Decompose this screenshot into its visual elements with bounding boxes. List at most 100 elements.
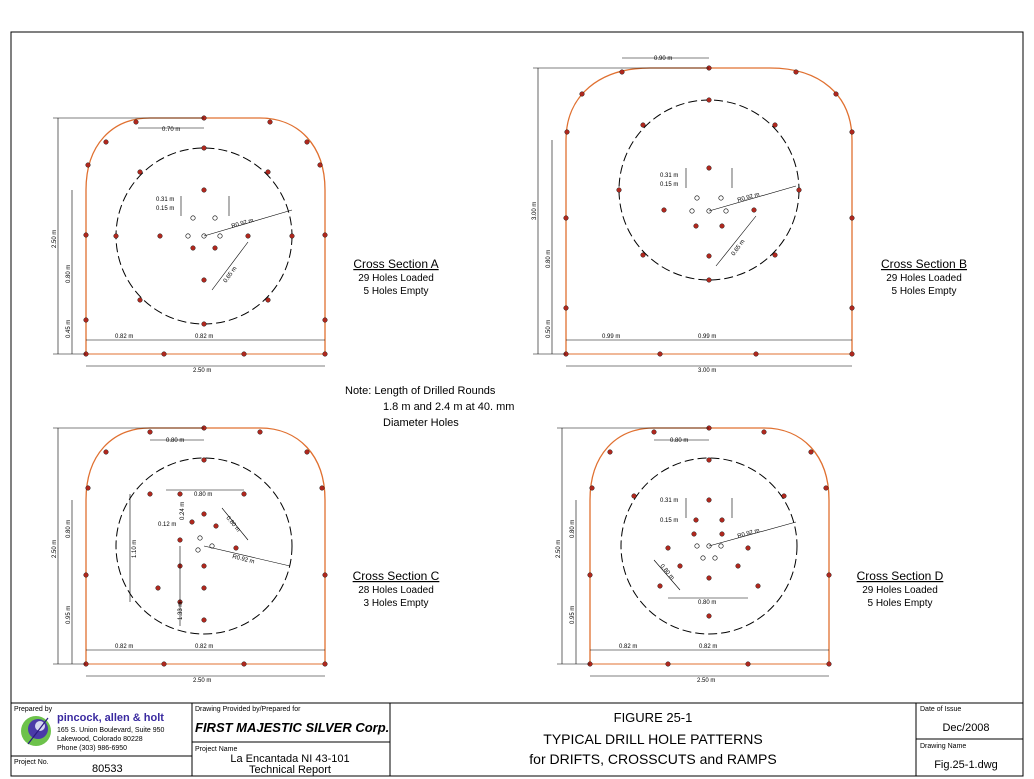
dim-bottom: 0.45 m	[66, 320, 72, 338]
dim-bottom: 0.95 m	[570, 606, 576, 624]
dim-radius: R0.92 m	[737, 528, 760, 540]
empty-holes	[195, 535, 215, 553]
title-block-frame	[10, 702, 1024, 777]
dim-half-left: 0.82 m	[115, 644, 133, 650]
project-name-label: Project Name	[195, 746, 238, 753]
project-no: 80533	[92, 763, 123, 775]
prepared-by-label: Prepared by	[14, 706, 53, 713]
dim-b: 0.15 m	[660, 518, 678, 524]
drawing-name-label: Drawing Name	[920, 743, 966, 750]
company-address-1: 165 S. Union Boulevard, Suite 950	[57, 727, 165, 734]
break-circle	[115, 457, 293, 635]
dim-half-right: 0.82 m	[195, 334, 213, 340]
dim-bottom: 0.50 m	[546, 320, 552, 338]
dim-lower: 0.80 m	[698, 600, 716, 606]
dim-top: 0.80 m	[166, 438, 184, 444]
empty-holes	[694, 543, 724, 561]
drift-profile	[85, 117, 326, 354]
holes	[563, 65, 855, 357]
dim-half-right: 0.82 m	[699, 644, 717, 650]
section-loaded: 28 Holes Loaded	[358, 585, 434, 596]
dim-v2: 0.12 m	[158, 522, 176, 528]
dim-inner: 0.65 m	[223, 266, 239, 284]
drift-profile	[85, 427, 326, 664]
section-loaded: 29 Holes Loaded	[862, 585, 938, 596]
dim-half-left: 0.99 m	[602, 334, 620, 340]
dim-b: 0.15 m	[660, 182, 678, 188]
dim-top: 0.80 m	[670, 438, 688, 444]
dim-mid: 0.80 m	[546, 250, 552, 268]
dim-inner: 0.65 m	[731, 239, 747, 257]
dim-a: 0.31 m	[660, 173, 678, 179]
note-line-2: 1.8 m and 2.4 m at 40. mm	[383, 401, 514, 413]
cross-section-d: 0.80 m 0.31 m 0.15 m R0.92 m 0.80 m 0.80…	[556, 425, 944, 684]
dim-diag: 0.80 m	[224, 515, 240, 533]
dim-half-left: 0.82 m	[619, 644, 637, 650]
section-title: Cross Section A	[353, 257, 438, 271]
dim-upper: 0.80 m	[194, 492, 212, 498]
dim-width: 2.50 m	[193, 368, 211, 374]
dimension-lines	[557, 427, 829, 677]
dim-top: 0.90 m	[654, 56, 672, 62]
title-block: Prepared by pincock, allen & holt 165 S.…	[10, 702, 1024, 777]
dim-height: 2.50 m	[556, 540, 562, 558]
company-name: pincock, allen & holt	[57, 712, 164, 724]
company-address-2: Lakewood, Colorado 80228	[57, 736, 143, 743]
dim-radius: R0.92 m	[737, 192, 760, 204]
dim-radius: R0.92 m	[232, 554, 255, 565]
section-loaded: 29 Holes Loaded	[358, 273, 434, 284]
cross-section-c: 0.80 m 0.80 m 0.24 m 0.12 m 0.80 m R0.92…	[52, 425, 440, 684]
dim-half-left: 0.82 m	[115, 334, 133, 340]
dim-diag: 0.80 m	[658, 563, 674, 581]
dim-width: 2.50 m	[193, 678, 211, 684]
client-name: FIRST MAJESTIC SILVER Corp.	[195, 720, 389, 735]
empty-holes	[185, 215, 223, 239]
dim-half-right: 0.99 m	[698, 334, 716, 340]
dim-mid: 0.80 m	[66, 265, 72, 283]
dim-height: 3.00 m	[532, 202, 538, 220]
dim-a: 0.31 m	[660, 498, 678, 504]
dimension-lines	[53, 427, 325, 677]
dim-bottom: 0.95 m	[66, 606, 72, 624]
section-empty: 5 Holes Empty	[363, 286, 428, 297]
drawing-for-label: Drawing Provided by/Prepared for	[195, 706, 301, 713]
holes	[587, 425, 832, 667]
section-loaded: 29 Holes Loaded	[886, 273, 962, 284]
section-empty: 5 Holes Empty	[867, 598, 932, 609]
dim-radius: R0.92 m	[231, 218, 254, 230]
dim-v1: 0.24 m	[180, 502, 186, 520]
dim-height: 2.50 m	[52, 540, 58, 558]
dim-mid: 0.80 m	[66, 520, 72, 538]
holes	[83, 425, 328, 667]
holes	[83, 115, 328, 357]
empty-holes	[689, 195, 729, 214]
figure-title-2: for DRIFTS, CROSSCUTS and RAMPS	[529, 751, 776, 767]
company-logo	[21, 716, 51, 746]
drilling-note: Note: Length of Drilled Rounds 1.8 m and…	[345, 385, 514, 429]
cross-section-b: 0.90 m 0.31 m 0.15 m R0.92 m 0.65 m 3.00…	[532, 56, 967, 374]
dim-a: 0.31 m	[156, 197, 174, 203]
dim-width: 3.00 m	[698, 368, 716, 374]
note-line-3: Diameter Holes	[383, 417, 459, 429]
dim-mid: 0.80 m	[570, 520, 576, 538]
company-phone: Phone (303) 986-6950	[57, 745, 127, 752]
project-name-1: La Encantada NI 43-101	[230, 753, 349, 765]
section-empty: 3 Holes Empty	[363, 598, 428, 609]
figure-title-1: TYPICAL DRILL HOLE PATTERNS	[543, 731, 762, 747]
dim-top: 0.70 m	[162, 127, 180, 133]
dimension-lines	[53, 117, 325, 367]
cross-section-a: 0.70 m 0.31 m 0.15 m R0.92 m 0.65 m 2.50…	[52, 115, 439, 374]
drift-profile	[589, 427, 830, 664]
break-circle	[618, 99, 800, 281]
dim-tall: 1.10 m	[132, 540, 138, 558]
dim-half-right: 0.82 m	[195, 644, 213, 650]
section-title: Cross Section B	[881, 257, 967, 271]
section-title: Cross Section D	[857, 569, 944, 583]
section-title: Cross Section C	[353, 569, 440, 583]
section-empty: 5 Holes Empty	[891, 286, 956, 297]
note-line-1: Note: Length of Drilled Rounds	[345, 385, 496, 397]
date-label: Date of Issue	[920, 706, 961, 713]
break-circle	[620, 457, 798, 635]
dimension-lines	[533, 57, 852, 367]
